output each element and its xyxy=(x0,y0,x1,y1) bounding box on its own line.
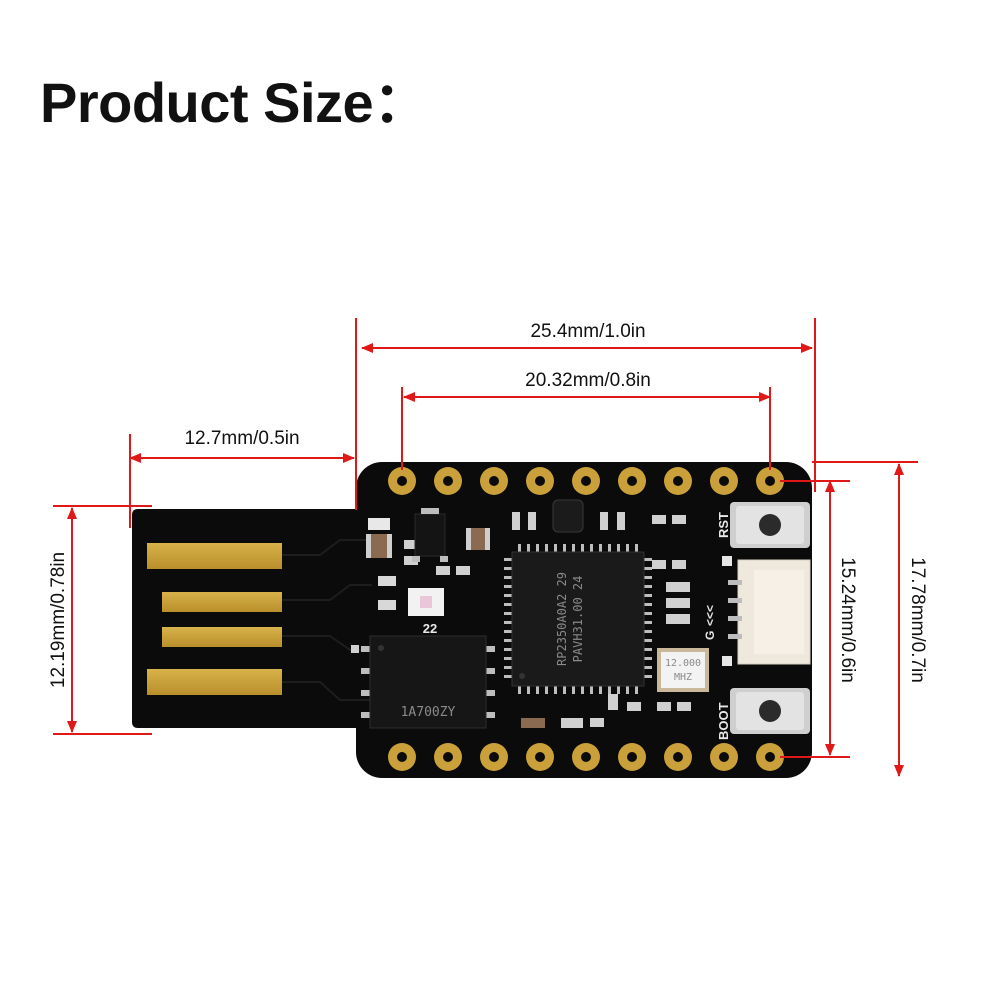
page-title: Product Size： xyxy=(40,71,429,134)
pcb-board: RP2350A0A2 29 PAVH31.00 24 12.000 MHZ 1A… xyxy=(132,462,812,778)
bottom-pin-row xyxy=(388,743,784,771)
mcu-chip: RP2350A0A2 29 PAVH31.00 24 xyxy=(504,544,652,694)
label-usb-length: 12.7mm/0.5in xyxy=(184,428,299,449)
pin-pad xyxy=(572,743,600,771)
pin-pad xyxy=(526,467,554,495)
rst-label: RST xyxy=(716,512,731,538)
pin-pad xyxy=(526,743,554,771)
pin-pad xyxy=(756,467,784,495)
rst-button xyxy=(730,502,810,548)
pin-pad xyxy=(388,467,416,495)
usb-plug xyxy=(132,509,356,728)
pin-pad xyxy=(664,743,692,771)
pin-pad xyxy=(480,743,508,771)
flash-label: 22 xyxy=(423,621,437,636)
pin-pad xyxy=(572,467,600,495)
boot-label: BOOT xyxy=(716,702,731,740)
rgb-led xyxy=(408,588,444,616)
mcu-marking: PAVH31.00 24 xyxy=(571,576,585,663)
usb-contact xyxy=(147,543,282,569)
flash-marking: 1A700ZY xyxy=(401,705,456,720)
pin-pad xyxy=(618,743,646,771)
pin-pad xyxy=(664,467,692,495)
top-pin-row xyxy=(388,467,784,495)
label-board-width: 17.78mm/0.7in xyxy=(907,557,928,683)
mcu-marking: RP2350A0A2 29 xyxy=(555,572,569,666)
io-label: <<< xyxy=(703,605,717,626)
label-pin-span: 20.32mm/0.8in xyxy=(525,370,651,391)
pin-pad xyxy=(710,467,738,495)
usb-contact xyxy=(147,669,282,695)
crystal: 12.000 MHZ xyxy=(657,648,709,692)
pin-pad xyxy=(388,743,416,771)
boot-button xyxy=(730,688,810,734)
passive-components xyxy=(351,512,691,728)
crystal-marking: MHZ xyxy=(674,672,692,683)
pin-pad xyxy=(710,743,738,771)
usb-contact xyxy=(162,627,282,647)
label-usb-width: 12.19mm/0.78in xyxy=(48,552,69,688)
pin-pad xyxy=(434,743,462,771)
jst-connector xyxy=(722,556,811,666)
voltage-regulator xyxy=(412,508,448,562)
label-overall-length: 25.4mm/1.0in xyxy=(530,321,645,342)
pin-pad xyxy=(618,467,646,495)
gnd-label: G xyxy=(703,631,717,640)
usb-contact xyxy=(162,592,282,612)
label-pin-row-spacing: 15.24mm/0.6in xyxy=(837,557,858,683)
crystal-marking: 12.000 xyxy=(665,658,701,669)
pin-pad xyxy=(434,467,462,495)
pin-pad xyxy=(480,467,508,495)
inductor xyxy=(552,499,584,533)
dimension-annotations xyxy=(53,318,918,777)
usb-contacts xyxy=(147,543,282,695)
pin-pad xyxy=(756,743,784,771)
flash-chip: 1A700ZY 22 xyxy=(361,621,495,729)
